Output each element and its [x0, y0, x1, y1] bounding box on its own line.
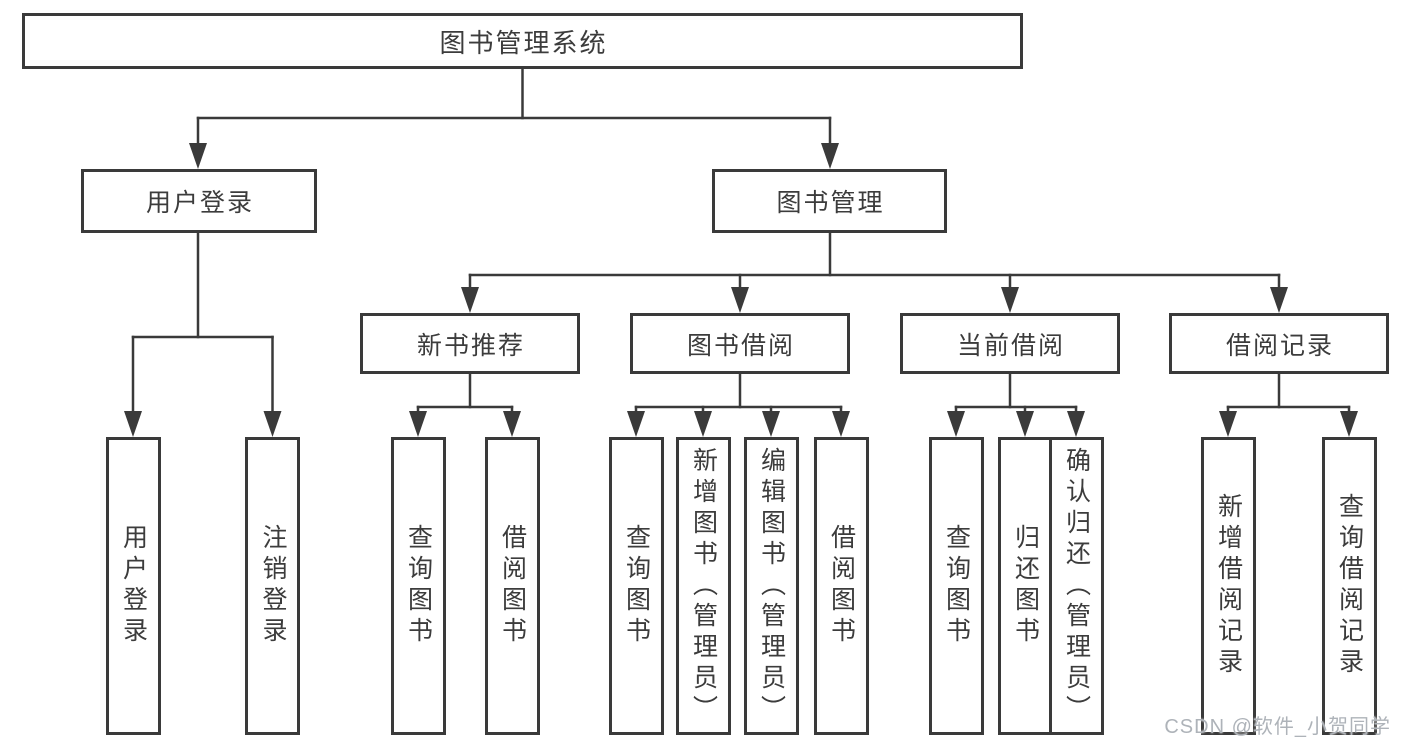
node-leaf-query-books-borrow: 查询图书	[608, 437, 664, 735]
node-leaf-add-book-admin: 新增图书（管理员）	[675, 437, 731, 735]
node-label: 查询图书	[404, 524, 433, 648]
arrowhead-icon	[1067, 411, 1085, 437]
node-label: 借阅图书	[827, 524, 856, 648]
node-borrow-records: 借阅记录	[1169, 313, 1389, 374]
node-book-management: 图书管理	[712, 169, 947, 233]
node-label: 编辑图书（管理员）	[757, 446, 786, 726]
arrowhead-icon	[503, 411, 521, 437]
node-label: 查询借阅记录	[1335, 493, 1364, 679]
node-label: 注销登录	[259, 524, 287, 648]
node-leaf-user-login: 用户登录	[105, 437, 161, 735]
arrowhead-icon	[124, 411, 142, 437]
arrowhead-icon	[1340, 411, 1358, 437]
node-label: 当前借阅	[956, 331, 1065, 360]
node-label: 新书推荐	[416, 331, 525, 360]
node-label: 借阅图书	[498, 524, 527, 648]
node-leaf-logout: 注销登录	[245, 437, 300, 735]
arrowhead-icon	[1001, 287, 1019, 313]
node-label: 用户登录	[145, 189, 254, 217]
node-label: 图书借阅	[686, 331, 795, 360]
node-leaf-borrow-books-borrow: 借阅图书	[813, 437, 869, 735]
node-new-book-recommend: 新书推荐	[360, 313, 580, 374]
node-label: 新增图书（管理员）	[689, 446, 718, 726]
node-label: 图书管理系统	[439, 27, 608, 58]
node-leaf-query-borrow-record: 查询借阅记录	[1321, 437, 1377, 735]
arrowhead-icon	[832, 411, 850, 437]
node-label: 新增借阅记录	[1214, 493, 1243, 679]
node-leaf-query-books-recommend: 查询图书	[390, 437, 446, 735]
node-leaf-add-borrow-record: 新增借阅记录	[1200, 437, 1256, 735]
node-user-login: 用户登录	[81, 169, 317, 233]
arrowhead-icon	[409, 411, 427, 437]
node-leaf-query-books-current: 查询图书	[928, 437, 984, 735]
node-label: 图书管理	[776, 189, 885, 217]
node-label: 借阅记录	[1225, 331, 1334, 360]
arrowhead-icon	[821, 143, 839, 169]
arrowhead-icon	[627, 411, 645, 437]
node-label: 归还图书	[1011, 524, 1040, 648]
node-book-borrow: 图书借阅	[630, 313, 850, 374]
arrowhead-icon	[762, 411, 780, 437]
node-label: 查询图书	[622, 524, 651, 648]
arrowhead-icon	[731, 287, 749, 313]
node-leaf-return-book: 归还图书	[997, 437, 1053, 735]
arrowhead-icon	[263, 411, 282, 437]
arrowhead-icon	[189, 143, 207, 169]
node-leaf-confirm-return-admin: 确认归还（管理员）	[1048, 437, 1104, 735]
arrowhead-icon	[1270, 287, 1288, 313]
arrowhead-icon	[1219, 411, 1237, 437]
node-label: 查询图书	[942, 524, 971, 648]
node-label: 确认归还（管理员）	[1062, 446, 1091, 726]
arrowhead-icon	[1016, 411, 1034, 437]
node-leaf-edit-book-admin: 编辑图书（管理员）	[743, 437, 799, 735]
arrowhead-icon	[947, 411, 965, 437]
arrowhead-icon	[694, 411, 712, 437]
csdn-watermark: CSDN @软件_小贺同学	[1164, 716, 1391, 738]
arrowhead-icon	[461, 287, 479, 313]
node-current-borrow: 当前借阅	[900, 313, 1120, 374]
node-label: 用户登录	[119, 524, 148, 648]
node-root: 图书管理系统	[22, 13, 1023, 69]
node-leaf-borrow-books-recommend: 借阅图书	[484, 437, 540, 735]
